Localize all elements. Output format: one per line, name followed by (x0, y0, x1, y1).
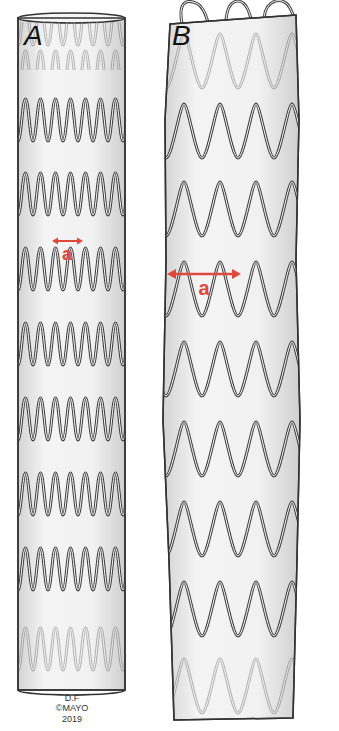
dimension-arrow (52, 238, 83, 245)
graft-a-rings (18, 170, 125, 673)
graft-b-rings (160, 30, 305, 717)
dimension-label: a (62, 244, 72, 265)
graft-a (18, 13, 125, 690)
dimension-label: a (198, 277, 209, 300)
panel-letter: B (172, 20, 191, 52)
copyright-note: D.F ©MAYO 2019 (52, 693, 92, 724)
panel-letter: A (24, 20, 43, 52)
